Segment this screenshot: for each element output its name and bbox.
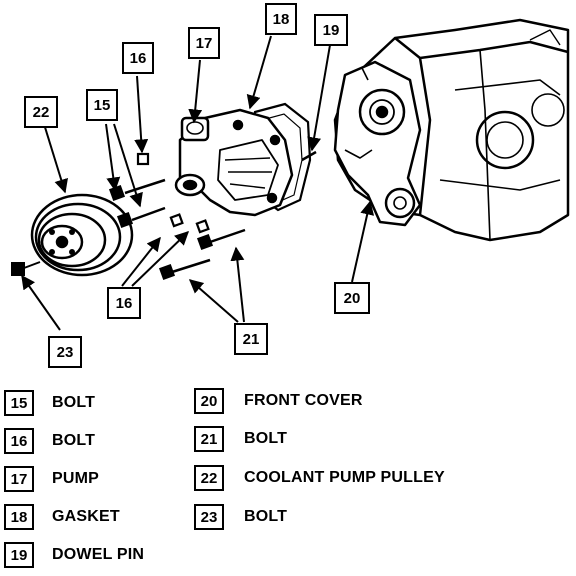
callout-18: 18 (265, 3, 297, 35)
callout-21: 21 (234, 323, 268, 355)
callout-19: 19 (314, 14, 348, 46)
legend-num-21: 21 (194, 426, 224, 452)
legend-label-15: BOLT (52, 394, 96, 411)
bolt-16-upper (136, 152, 150, 166)
exploded-view-drawing (11, 18, 570, 331)
callout-20: 20 (334, 282, 370, 314)
bolt-23 (11, 261, 41, 276)
callout-23: 23 (48, 336, 82, 368)
bolts-15 (108, 178, 166, 229)
legend-num-22: 22 (194, 465, 224, 491)
coolant-pump (174, 108, 294, 217)
legend-num-23: 23 (194, 504, 224, 530)
callout-15: 15 (86, 89, 118, 121)
legend-label-22: COOLANT PUMP PULLEY (244, 469, 445, 486)
callout-22: 22 (24, 96, 58, 128)
legend-num-19: 19 (4, 542, 34, 568)
legend-label-19: DOWEL PIN (52, 546, 145, 563)
legend-num-18: 18 (4, 504, 34, 530)
leader-lines (21, 35, 375, 331)
legend-label-21: BOLT (244, 430, 288, 447)
callout-16-upper: 16 (122, 42, 154, 74)
bolts-16-lower (169, 213, 210, 234)
legend-label-20: FRONT COVER (244, 392, 363, 409)
legend-label-17: PUMP (52, 470, 100, 487)
legend-label-18: GASKET (52, 508, 120, 525)
dowel-pin (301, 150, 317, 162)
legend-num-16: 16 (4, 428, 34, 454)
legend-num-17: 17 (4, 466, 34, 492)
legend-label-23: BOLT (244, 508, 288, 525)
callout-16-lower: 16 (107, 287, 141, 319)
coolant-pump-pulley (30, 193, 134, 277)
legend-num-20: 20 (194, 388, 224, 414)
legend-label-16: BOLT (52, 432, 96, 449)
legend-num-15: 15 (4, 390, 34, 416)
callout-17: 17 (188, 27, 220, 59)
front-cover (333, 60, 422, 227)
bolts-21 (158, 228, 246, 281)
